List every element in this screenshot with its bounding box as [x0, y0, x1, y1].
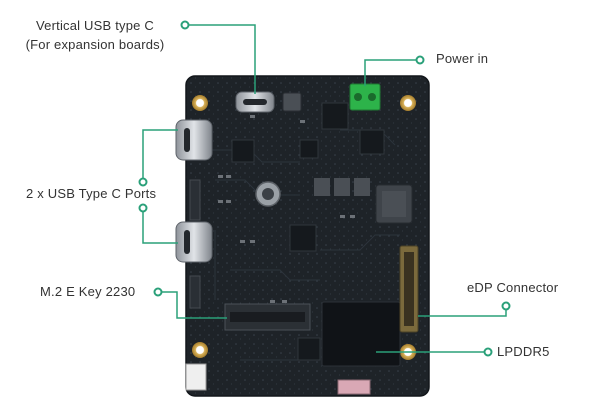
- mounting-hole-top-right: [400, 95, 416, 111]
- ic-chip-right: [359, 129, 385, 155]
- edp-connector: [399, 245, 419, 333]
- passive-components: [218, 115, 355, 303]
- callout-line-vertical-usb: [185, 24, 256, 94]
- callout-dot-lpddr5: [483, 347, 493, 357]
- callout-dot-usb-ports-top: [138, 177, 148, 187]
- inductor-top: [282, 92, 302, 112]
- callout-line-usb-ports-lower: [142, 208, 178, 244]
- bottom-connector-left: [185, 363, 207, 391]
- callout-dot-usb-ports-bottom: [138, 203, 148, 213]
- callout-line-power-in: [364, 59, 420, 86]
- callout-dot-vertical-usb: [180, 20, 190, 30]
- lpddr5-memory-chip: [321, 301, 401, 367]
- power-in-terminal: [349, 83, 381, 111]
- label-lpddr5: LPDDR5: [497, 344, 550, 359]
- callout-dot-power-in: [415, 55, 425, 65]
- label-power-in: Power in: [436, 51, 489, 66]
- ic-chip-lower-left: [297, 337, 321, 361]
- mounting-hole-bottom-left: [192, 342, 208, 358]
- inductor-right-large: [375, 184, 413, 224]
- ic-chip-mid: [299, 139, 319, 159]
- m2-slot: [224, 303, 311, 331]
- callout-line-m2: [158, 291, 227, 319]
- ic-chip-center: [289, 224, 317, 252]
- label-m2-key: M.2 E Key 2230: [40, 284, 136, 299]
- label-vertical-usb-line1: Vertical USB type C: [36, 18, 154, 33]
- ic-chip-left: [231, 139, 255, 163]
- callout-dot-m2: [153, 287, 163, 297]
- bottom-connector-center: [337, 379, 371, 395]
- label-edp-connector: eDP Connector: [467, 280, 559, 295]
- label-vertical-usb: Vertical USB type C (For expansion board…: [10, 16, 180, 54]
- callout-line-edp: [418, 306, 507, 317]
- label-usb-ports: 2 x USB Type C Ports: [26, 186, 157, 201]
- header-pins-left: [189, 179, 201, 309]
- inductor-small-2: [334, 178, 350, 196]
- vertical-usb-c-connector: [235, 91, 275, 113]
- label-vertical-usb-line2: (For expansion boards): [25, 37, 165, 52]
- mounting-hole-top-left: [192, 95, 208, 111]
- callout-dot-edp: [501, 301, 511, 311]
- pmic-chip: [321, 102, 349, 130]
- usb-c-port-lower: [175, 221, 213, 263]
- callout-line-usb-ports: [142, 129, 178, 182]
- inductor-small-1: [314, 178, 330, 196]
- center-standoff: [255, 181, 281, 207]
- usb-c-port-upper: [175, 119, 213, 161]
- inductor-small-3: [354, 178, 370, 196]
